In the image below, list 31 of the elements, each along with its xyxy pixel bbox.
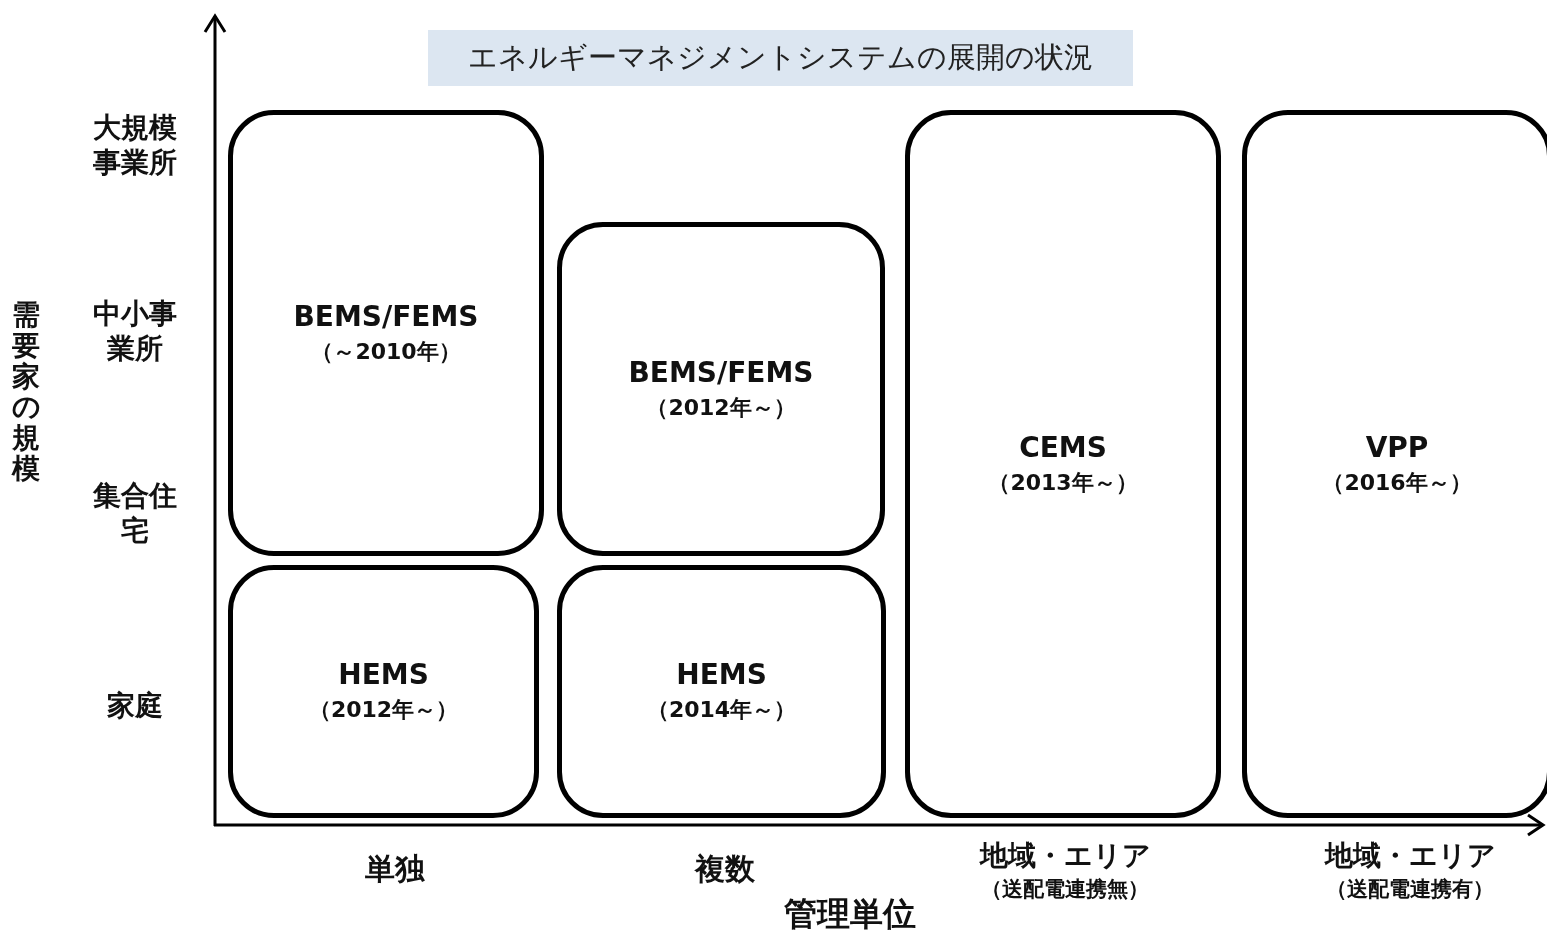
axis-tick-label: 地域・エリア [1323, 838, 1497, 873]
start-year: （2013年～） [988, 468, 1138, 497]
axis-tick-label: 単独 [364, 850, 426, 888]
axis-tick-label: （送配電連携有） [1325, 876, 1495, 903]
axis-tick-label: 中小事業所 [92, 296, 178, 366]
system-box [557, 222, 885, 556]
system-box [1242, 110, 1547, 818]
system-box [228, 110, 544, 556]
start-year: （2012年～） [646, 393, 796, 422]
system-name: HEMS [676, 658, 767, 691]
axis-tick-label: 集合住宅 [92, 478, 178, 548]
axis-title: 需要家の規模 [12, 300, 40, 485]
start-year: （2012年～） [308, 696, 459, 724]
system-name: VPP [1365, 430, 1429, 464]
system-name: BEMS/FEMS [293, 299, 479, 333]
start-year: （2014年～） [646, 696, 797, 724]
axis-tick-label: 複数 [693, 850, 756, 888]
axis-tick-label: 地域・エリア [978, 838, 1152, 873]
system-name: HEMS [338, 658, 429, 691]
start-year: （～2010年） [311, 337, 461, 366]
axis-tick-label: （送配電連携無） [980, 876, 1150, 903]
system-name: CEMS [1019, 430, 1107, 464]
axis-tick-label: 家庭 [106, 688, 164, 723]
axis-title: 管理単位 [783, 893, 917, 935]
title-banner: エネルギーマネジメントシステムの展開の状況 [428, 30, 1133, 86]
start-year: （2016年～） [1322, 468, 1472, 497]
system-box [228, 565, 539, 818]
axis-tick-label: 大規模事業所 [92, 110, 178, 180]
system-box [557, 565, 886, 818]
system-name: BEMS/FEMS [628, 355, 814, 389]
system-box [905, 110, 1221, 818]
